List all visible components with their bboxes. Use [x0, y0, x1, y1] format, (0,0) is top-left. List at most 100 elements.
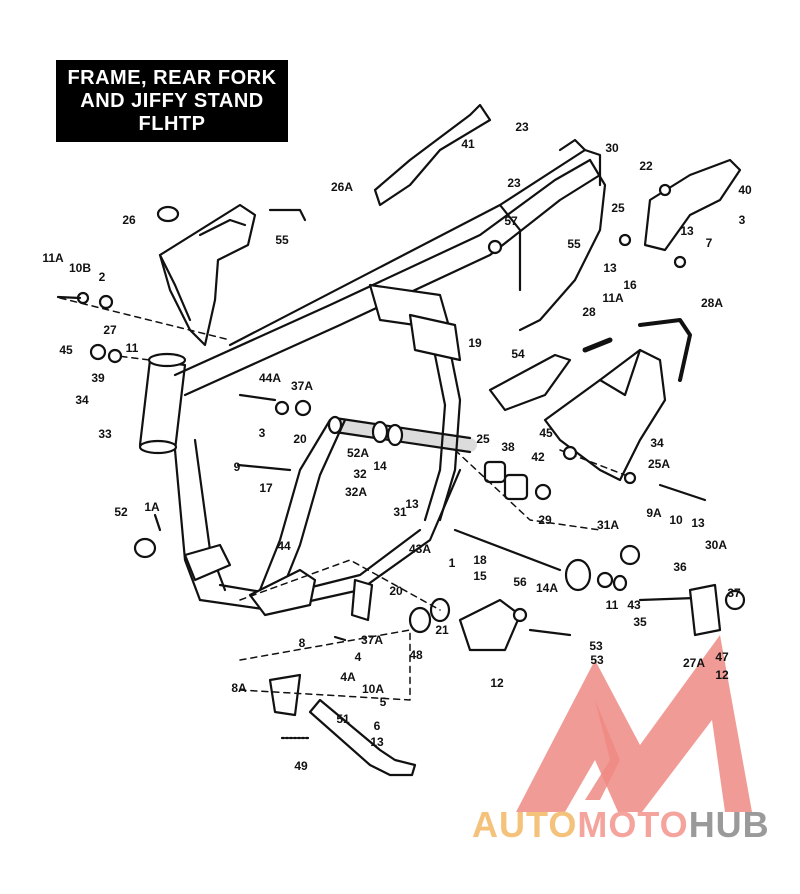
pivot-shaft-part [453, 528, 562, 572]
part-callout-label: 35 [633, 615, 647, 629]
part-callout-label: 34 [650, 436, 664, 450]
part-callout-label: 13 [405, 497, 419, 511]
part-callout-label: 38 [501, 440, 515, 454]
part-callout-label: 28A [701, 296, 723, 310]
part-callout-label: 25 [476, 432, 490, 446]
part-callout-label: 9 [234, 460, 241, 474]
part-callout-label: 10B [69, 261, 91, 275]
part-callout-label: 14A [536, 581, 558, 595]
part-callout-label: 21 [435, 623, 449, 637]
part-callout-label: 49 [294, 759, 308, 773]
part-callout-label: 51 [336, 712, 350, 726]
side-cover-part [543, 348, 667, 482]
part-callout-label: 40 [738, 183, 752, 197]
watermark-triangle-shape [585, 700, 620, 800]
part-callout-label: 1 [449, 556, 456, 570]
jiffy-stand-part [308, 698, 417, 777]
part-callout-label: 43A [409, 542, 431, 556]
fender-shroud-part [158, 203, 257, 347]
part-callout-label: 48 [409, 648, 423, 662]
rear-bracket-part [643, 158, 742, 252]
part-callout-label: 32 [353, 467, 367, 481]
part-callout-label: 7 [706, 236, 713, 250]
part-callout-label: 12 [490, 676, 504, 690]
part-callout-label: 33 [98, 427, 112, 441]
watermark-brand-text: AUTOMOTOHUB [472, 804, 792, 846]
part-callout-label: 4 [355, 650, 362, 664]
part-callout-label: 54 [511, 347, 525, 361]
part-callout-label: 23 [515, 120, 529, 134]
part-callout-label: 37 [727, 586, 741, 600]
part-callout-label: 14 [373, 459, 387, 473]
part-callout-label: 42 [531, 450, 545, 464]
part-callout-label: 53 [589, 639, 603, 653]
part-callout-label: 30A [705, 538, 727, 552]
part-callout-label: 52A [347, 446, 369, 460]
part-callout-label: 44A [259, 371, 281, 385]
part-callout-label: 27 [103, 323, 117, 337]
part-callout-label: 26A [331, 180, 353, 194]
part-callout-label: 11A [602, 291, 624, 305]
part-callout-label: 15 [473, 569, 487, 583]
watermark-triangle-shape [516, 635, 752, 812]
part-callout-label: 41 [461, 137, 475, 151]
part-callout-label: 19 [468, 336, 482, 350]
part-callout-label: 18 [473, 553, 487, 567]
part-callout-label: 12 [715, 668, 729, 682]
top-rail-part [173, 158, 592, 377]
part-callout-label: 4A [340, 670, 356, 684]
part-callout-label: 56 [513, 575, 527, 589]
part-callout-label: 55 [275, 233, 289, 247]
title-line-3: FLHTP [138, 112, 206, 135]
part-callout-label: 28 [582, 305, 596, 319]
part-callout-label: 11A [42, 251, 64, 265]
part-callout-label: 52 [114, 505, 128, 519]
part-callout-label: 57 [504, 214, 518, 228]
title-line-2: AND JIFFY STAND [80, 89, 264, 112]
part-callout-label: 22 [639, 159, 653, 173]
part-callout-label: 31A [597, 518, 619, 532]
part-callout-label: 36 [673, 560, 687, 574]
part-callout-label: 13 [370, 735, 384, 749]
part-callout-label: 37A [291, 379, 313, 393]
part-callout-label: 53 [590, 653, 604, 667]
part-callout-label: 13 [680, 224, 694, 238]
part-callout-label: 47 [715, 650, 729, 664]
part-callout-label: 25A [648, 457, 670, 471]
down-tube-part [173, 448, 202, 602]
part-callout-label: 3 [739, 213, 746, 227]
part-callout-label: 10A [362, 682, 384, 696]
part-callout-label: 44 [277, 539, 291, 553]
rear-fork-part [488, 353, 572, 412]
part-callout-label: 23 [507, 176, 521, 190]
part-callout-label: 16 [623, 278, 637, 292]
part-callout-label: 17 [259, 481, 273, 495]
part-callout-label: 45 [539, 426, 553, 440]
part-callout-label: 11 [606, 598, 619, 612]
part-callout-label: 26 [122, 213, 136, 227]
part-callout-label: 30 [605, 141, 619, 155]
part-callout-label: 55 [567, 237, 581, 251]
part-callout-label: 5 [380, 695, 387, 709]
part-callout-label: 37A [361, 633, 383, 647]
watermark-text-auto: AUTO [472, 804, 578, 845]
part-callout-label: 8 [299, 636, 306, 650]
part-callout-label: 3 [259, 426, 266, 440]
foot-plate-part [248, 568, 317, 617]
part-callout-label: 20 [389, 584, 403, 598]
part-callout-label: 27A [683, 656, 705, 670]
part-callout-label: 8A [231, 681, 247, 695]
watermark-text-moto: MOTO [577, 804, 689, 845]
part-callout-label: 39 [91, 371, 105, 385]
upper-bracket-part [373, 103, 492, 207]
part-callout-label: 34 [75, 393, 89, 407]
part-callout-label: 2 [99, 270, 106, 284]
part-callout-label: 11 [126, 341, 139, 355]
part-callout-label: 20 [293, 432, 307, 446]
part-callout-label: 6 [374, 719, 381, 733]
part-callout-label: 25 [611, 201, 625, 215]
watermark-text-hub: HUB [688, 804, 770, 845]
part-callout-label: 13 [603, 261, 617, 275]
